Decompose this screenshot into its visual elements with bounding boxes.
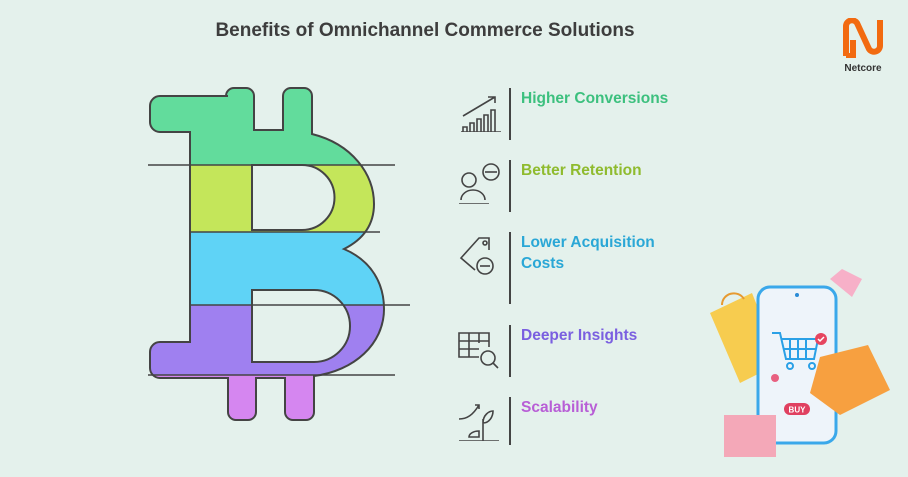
shopping-illustration: BUY <box>710 269 890 457</box>
benefit-label: Higher Conversions <box>521 90 669 107</box>
growth-chart-icon <box>461 96 501 132</box>
customer-retention-icon <box>459 163 500 204</box>
logo-text: Netcore <box>844 63 882 74</box>
benefit-deeper-insights: Deeper Insights <box>455 325 681 377</box>
price-tag-minus-icon <box>459 237 494 275</box>
netcore-logo: Netcore <box>838 17 888 74</box>
orange-shopping-bag <box>810 345 890 415</box>
benefit-label: Better Retention <box>521 162 642 179</box>
bitcoin-symbol <box>148 87 410 421</box>
benefit-scalability: Scalability <box>455 397 681 445</box>
pink-shopping-bag <box>830 269 862 297</box>
benefit-label: Deeper Insights <box>521 327 638 344</box>
growing-plant-icon <box>458 404 499 441</box>
buy-button[interactable] <box>784 403 810 415</box>
benefit-lower-acquisition-costs: Lower Acquisition Costs <box>455 232 681 304</box>
pink-paper-bag <box>724 415 776 457</box>
shopping-cart-icon <box>772 332 820 370</box>
table-search-icon <box>458 332 499 369</box>
benefit-higher-conversions: Higher Conversions <box>455 88 681 140</box>
buy-label: BUY <box>789 406 807 415</box>
netcore-logo-icon <box>843 17 883 59</box>
benefit-label: Scalability <box>521 399 598 416</box>
page-title: Benefits of Omnichannel Commerce Solutio… <box>215 20 635 41</box>
benefit-label: Lower Acquisition Costs <box>521 234 655 272</box>
benefit-better-retention: Better Retention <box>455 160 681 212</box>
